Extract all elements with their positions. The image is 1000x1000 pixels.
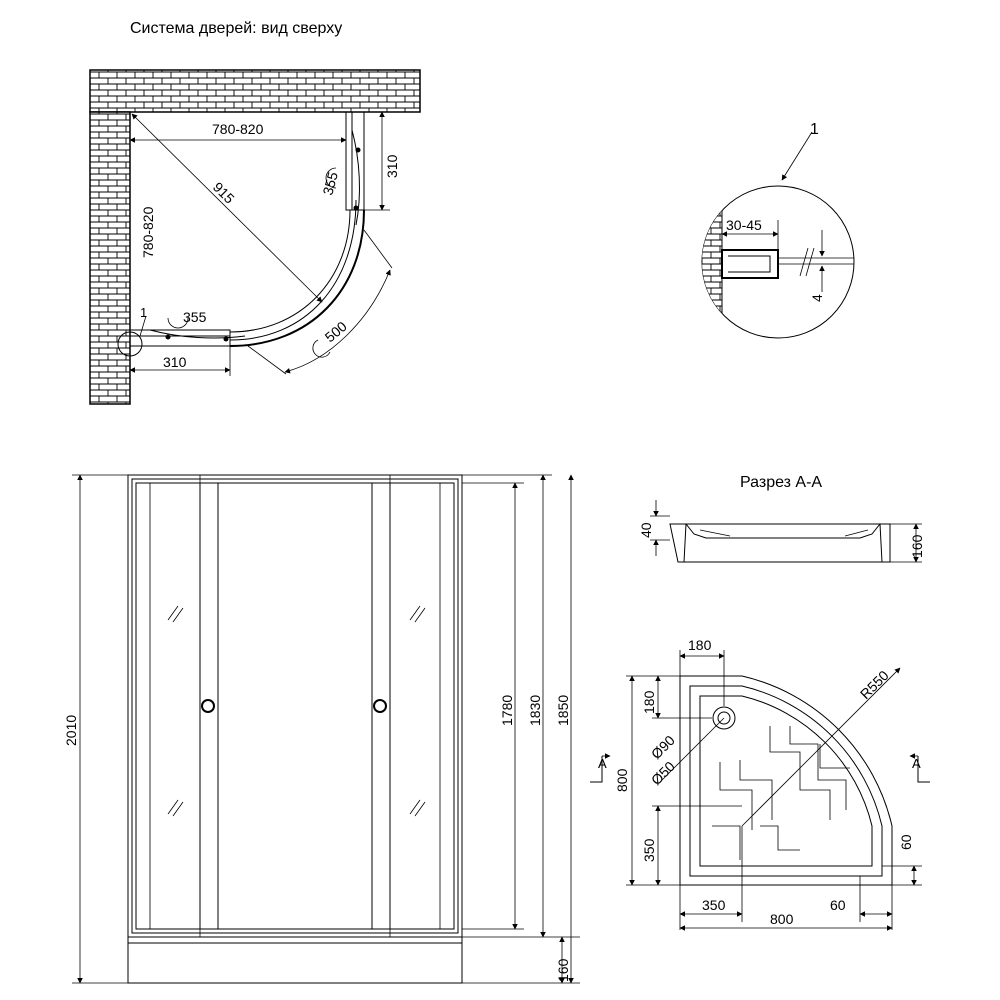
door-arc-bottom [149,329,246,339]
glass-mark-left-top [167,605,184,623]
dim-corner-x: 60 [830,897,846,913]
dim-fixed-bottom: 310 [163,354,187,370]
section-title: Разрез А-А [740,474,822,491]
dim-h3: 1850 [555,695,571,726]
cabin-outline [127,474,463,938]
dim-total-height: 2010 [63,715,79,746]
diagonal-dim-line [131,113,323,303]
center-door [217,482,373,930]
glass-mark-left-bottom [167,799,184,817]
section-view: 40 160 [638,500,925,563]
dim-width-800: 800 [770,911,794,927]
dim-door-arc-bottom: 355 [183,309,207,325]
dim-h2: 1830 [527,695,543,726]
top-view: 780-820 780-820 915 310 355 310 355 500 … [89,69,421,405]
callout-number: 1 [140,305,147,320]
dim-drain-outer: Ø90 [648,732,678,762]
left-fixed-panel [135,482,201,930]
dim-side-350: 350 [641,838,657,862]
drain-outer [712,706,736,730]
brick-wall-top [89,69,421,113]
dim-thickness: 4 [809,294,825,302]
dim-door-arc-right: 355 [319,170,341,197]
drain-inner [717,711,731,725]
section-dim-rim: 40 [638,522,654,538]
front-view: 1780 1830 1850 160 2010 [63,474,580,984]
dim-gap: 30-45 [726,217,762,233]
dim-fixed-right: 310 [384,154,400,178]
tray-plan: R550 Ø90 Ø50 180 180 800 350 350 800 60 [590,637,930,931]
dim-depth-800: 800 [614,768,630,792]
detail-view: 30-45 4 1 [701,121,855,339]
top-view-title: Система дверей: вид сверху [130,20,342,37]
detail-callout-number: 1 [810,121,819,138]
section-mark-left: А [598,756,607,771]
dim-drain-inner: Ø50 [648,758,678,788]
right-wall-profile [345,111,365,211]
dim-drain-x: 180 [688,637,712,653]
detail-callout-circle [117,331,143,357]
glass-mark-right-top [409,605,426,623]
dim-drain-y: 180 [641,690,657,714]
section-dim-height: 160 [909,534,925,558]
left-handle [201,699,215,713]
right-fixed-panel [389,482,455,930]
dim-h1: 1780 [499,695,515,726]
glass-mark-right-bottom [409,799,426,817]
door-arc-right [351,129,360,226]
right-handle [373,699,387,713]
brick-wall-left [89,111,131,405]
dim-tray-height: 160 [555,958,571,982]
dim-depth: 780-820 [140,206,156,258]
dim-radius: R550 [857,667,892,702]
tray [127,936,463,984]
dim-diagonal: 915 [210,179,238,207]
dim-curved-glass: 500 [322,318,350,345]
section-profile-outer [669,523,891,563]
dim-bottom-350: 350 [702,897,726,913]
dim-width: 780-820 [212,121,264,137]
dim-corner-y: 60 [898,834,914,850]
section-mark-right: А [912,756,921,771]
